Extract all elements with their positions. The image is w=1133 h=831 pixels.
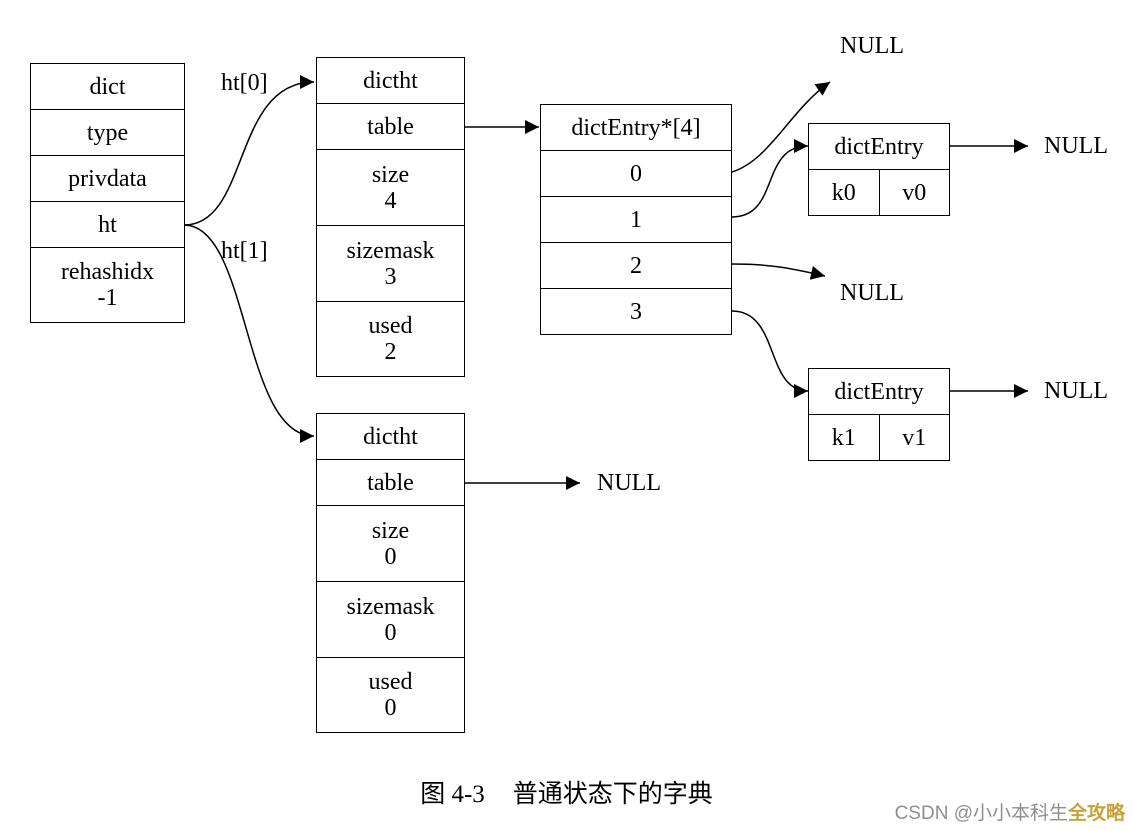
- watermark: CSDN @小小本科生全攻略: [895, 798, 1125, 825]
- dict-field-rehashidx: rehashidx -1: [31, 248, 184, 323]
- ht1-size: size 0: [317, 506, 464, 582]
- figure-caption: 图 4-3 普通状态下的字典: [0, 774, 1133, 810]
- bucket-slot-3: 3: [541, 289, 731, 335]
- arrow-slot0-null: [731, 81, 831, 173]
- bucket-slot-2: 2: [541, 243, 731, 289]
- ht1-title: dictht: [317, 414, 464, 460]
- entry1-value: v1: [878, 415, 950, 460]
- ht1-used: used 0: [317, 658, 464, 733]
- ht0-size-label: size: [371, 161, 410, 188]
- watermark-suffix: 全攻略: [1067, 803, 1125, 824]
- ht0-sizemask-label: sizemask: [346, 237, 435, 264]
- bucket-slot-0: 0: [541, 151, 731, 197]
- ht0-sizemask: sizemask 3: [317, 226, 464, 302]
- dict-field-ht: ht: [31, 202, 184, 248]
- ht0-sizemask-value: 3: [384, 263, 397, 290]
- dict-struct: dict type privdata ht rehashidx -1: [30, 63, 185, 323]
- ht1-sizemask-label: sizemask: [346, 593, 435, 620]
- rehashidx-label: rehashidx: [60, 259, 155, 285]
- dict-title: dict: [31, 64, 184, 110]
- null-slot0: NULL: [840, 33, 904, 59]
- arrow-slot2-null: [731, 263, 826, 280]
- ht1-size-value: 0: [384, 543, 397, 570]
- label-ht0: ht[0]: [221, 70, 268, 96]
- null-slot2: NULL: [840, 280, 904, 306]
- ht1-used-label: used: [368, 669, 413, 695]
- ht1-table: table: [317, 460, 464, 506]
- null-entry1-next: NULL: [1044, 378, 1108, 404]
- arrow-ht1: [183, 224, 315, 443]
- entry1-kv-row: k1 v1: [809, 415, 949, 461]
- bucket-slot-1: 1: [541, 197, 731, 243]
- figure-number: 图 4-3: [420, 781, 485, 808]
- ht0-size: size 4: [317, 150, 464, 226]
- arrow-ht0: [183, 75, 315, 226]
- ht1-used-value: 0: [384, 695, 397, 721]
- ht1-sizemask-value: 0: [384, 619, 397, 646]
- figure-title: 普通状态下的字典: [512, 781, 713, 808]
- null-ht1-table: NULL: [597, 470, 661, 496]
- entry0-key: k0: [831, 179, 856, 206]
- entry1-key: k1: [831, 424, 856, 451]
- ht0-used-value: 2: [384, 339, 397, 365]
- ht0-title: dictht: [317, 58, 464, 104]
- ht0-used: used 2: [317, 302, 464, 377]
- ht1-sizemask: sizemask 0: [317, 582, 464, 658]
- dict-entry-0: dictEntry k0 v0: [808, 123, 950, 216]
- dictht-ht1: dictht table size 0 sizemask 0 used 0: [316, 413, 465, 733]
- bucket-array-title: dictEntry*[4]: [541, 105, 731, 151]
- entry1-title: dictEntry: [809, 369, 949, 415]
- arrow-slot3-entry1: [731, 310, 809, 398]
- ht0-table: table: [317, 104, 464, 150]
- dict-field-type: type: [31, 110, 184, 156]
- null-entry0-next: NULL: [1044, 133, 1108, 159]
- entry0-value: v0: [878, 170, 950, 215]
- entry0-title: dictEntry: [809, 124, 949, 170]
- ht0-size-value: 4: [384, 187, 397, 214]
- watermark-prefix: CSDN @小小本科生: [894, 803, 1068, 824]
- ht0-used-label: used: [368, 313, 413, 339]
- dict-field-privdata: privdata: [31, 156, 184, 202]
- label-ht1: ht[1]: [221, 238, 268, 264]
- ht1-size-label: size: [371, 517, 410, 544]
- bucket-array: dictEntry*[4] 0 1 2 3: [540, 104, 732, 335]
- rehashidx-value: -1: [97, 285, 118, 311]
- dict-entry-1: dictEntry k1 v1: [808, 368, 950, 461]
- arrow-slot1-entry0: [731, 139, 809, 218]
- dictht-ht0: dictht table size 4 sizemask 3 used 2: [316, 57, 465, 377]
- entry0-kv-row: k0 v0: [809, 170, 949, 216]
